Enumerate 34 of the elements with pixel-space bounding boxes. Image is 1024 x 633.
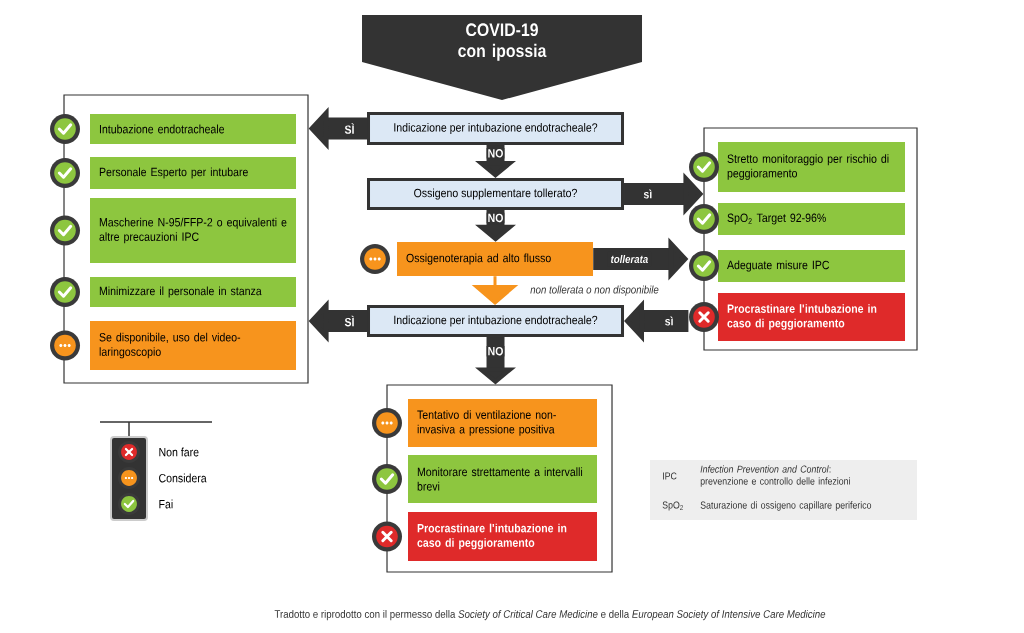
container-box	[63, 94, 309, 384]
action-box: Personale Esperto per intubare	[90, 157, 296, 189]
legend-label: Considera	[159, 473, 207, 483]
action-box: SpO$_{2}$ Target 92-96%	[718, 203, 905, 235]
action-box: Minimizzare il personale in stanza	[90, 277, 296, 307]
edge-label: NO	[486, 212, 505, 224]
glossary-definition: Saturazione di ossigeno capillare periferico	[700, 501, 872, 511]
question-box: Ossigeno supplementare tollerato?	[367, 178, 624, 210]
action-box: Stretto monitoraggio per rischio di peggioramento	[718, 142, 905, 192]
caption: Tradotto e riprodotto con il permesso della Society of Critical Care Medicine e della European Society of Intensive Care Medicine	[274, 609, 826, 621]
action-box: Procrastinare l'intubazione in caso di peggioramento	[408, 512, 597, 561]
container-box	[386, 384, 613, 573]
action-box: Intubazione endotracheale	[90, 114, 296, 144]
action-box: Mascherine N-95/FFP-2 o equivalenti e altre precauzioni IPC	[90, 198, 296, 263]
glossary-term: IPC	[663, 472, 677, 480]
edge-label: NO	[486, 148, 505, 159]
legend-label: Non fare	[159, 447, 199, 457]
legend-label: Fai	[159, 499, 173, 509]
action-box: Se disponibile, uso del video-laringoscopio	[90, 321, 296, 370]
glossary-definition: Infection Prevention and Control: prevenzione e controllo delle infezioni	[700, 465, 850, 487]
edge-label: sì	[642, 188, 654, 200]
action-box: Procrastinare l'intubazione in caso di peggioramento	[718, 293, 905, 341]
edge-label: NO	[486, 346, 505, 357]
action-box: Tentativo di ventilazione non-invasiva a pressione positiva	[408, 399, 597, 447]
edge-label: SÌ	[343, 122, 356, 135]
action-box: Monitorare strettamente a intervalli brevi	[408, 455, 597, 503]
action-box: Adeguate misure IPC	[718, 250, 905, 282]
edge-label: non tollerata o non disponibile	[529, 284, 660, 297]
question-box: Indicazione per intubazione endotracheale?	[367, 112, 624, 145]
glossary-term: SpO$_{2}$	[662, 501, 683, 511]
container-box	[703, 127, 918, 351]
question-box: Indicazione per intubazione endotracheale?	[367, 305, 624, 337]
edge-label: sì	[663, 315, 675, 327]
action-box: Ossigenoterapia ad alto flusso	[397, 242, 593, 276]
